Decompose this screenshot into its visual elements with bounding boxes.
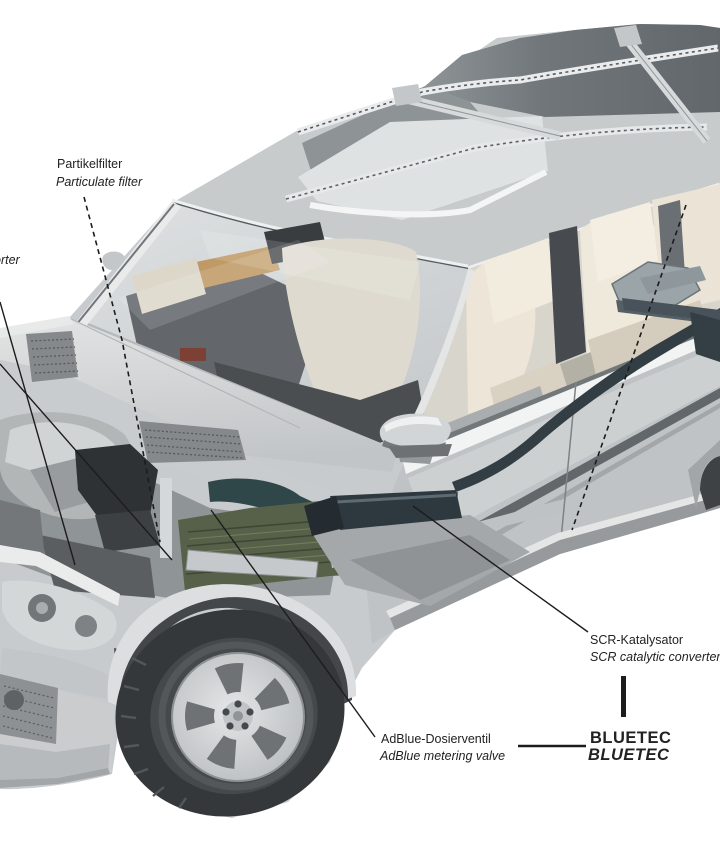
svg-text:Partikelfilter: Partikelfilter	[57, 157, 122, 171]
svg-text:SCR-Katalysator: SCR-Katalysator	[590, 633, 683, 647]
svg-text:orter: orter	[0, 253, 21, 267]
svg-text:AdBlue metering valve: AdBlue metering valve	[379, 749, 505, 763]
svg-text:BLUETEC: BLUETEC	[588, 746, 670, 764]
svg-text:Particulate filter: Particulate filter	[56, 175, 143, 189]
svg-text:BLUETEC: BLUETEC	[590, 729, 671, 747]
svg-text:AdBlue-Dosierventil: AdBlue-Dosierventil	[381, 732, 491, 746]
svg-text:SCR catalytic converter: SCR catalytic converter	[590, 650, 720, 664]
